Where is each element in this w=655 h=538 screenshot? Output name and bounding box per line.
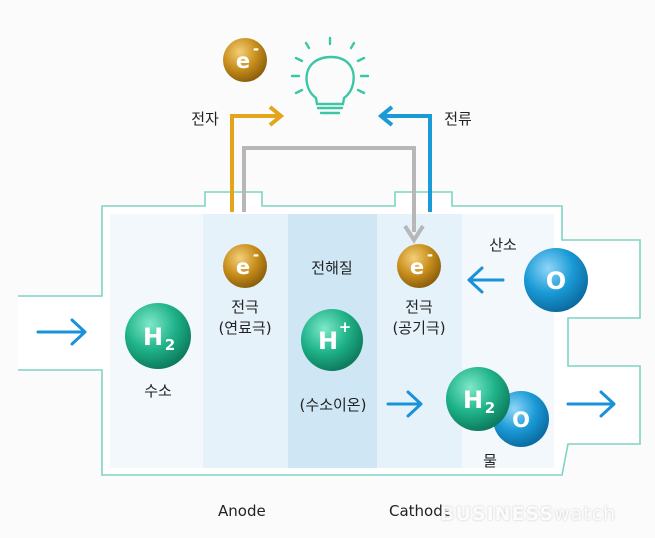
water-hydrogen-symbol: H xyxy=(463,386,483,414)
electron-sup-top: - xyxy=(253,40,259,58)
electron-path-arrow-head xyxy=(268,105,285,127)
light-bulb-icon xyxy=(290,36,370,115)
anode-electrode-label-line2: (연료극) xyxy=(218,319,272,337)
anode-electron-ball xyxy=(223,244,267,288)
electron-ball-top xyxy=(223,38,267,82)
electron-symbol-top: e xyxy=(236,49,250,73)
cathode-electrode-label-line2: (공기극) xyxy=(392,319,446,337)
current-label: 전류 xyxy=(444,110,472,128)
hydrogen-symbol: H xyxy=(143,323,163,351)
oxygen-inlet-arrow-icon xyxy=(467,266,505,294)
anode-axis-label: Anode xyxy=(218,502,266,520)
oxygen-label: 산소 xyxy=(489,236,517,254)
watermark-part2: watch xyxy=(554,503,617,525)
water-hydrogen-atom xyxy=(446,367,510,431)
cathode-electron-ball xyxy=(397,244,441,288)
watermark-logo: BUSINESSwatch xyxy=(440,503,616,525)
anode-electron-symbol: e xyxy=(236,255,250,279)
current-path-arrow-head xyxy=(377,105,394,127)
current-path xyxy=(384,114,432,212)
hydrogen-subscript: 2 xyxy=(165,336,175,354)
hydrogen-molecule xyxy=(125,303,191,369)
ion-transfer-arrow-icon xyxy=(386,390,423,418)
oxygen-symbol: O xyxy=(546,267,566,295)
hydrogen-ion-sup: + xyxy=(339,318,352,336)
oxygen-atom xyxy=(524,248,588,312)
external-circuit-wire xyxy=(242,146,416,232)
cathode-electron-sup: - xyxy=(427,246,433,264)
watermark-part1: BUSINESS xyxy=(440,503,555,525)
cathode-electrode-label-line1: 전극 xyxy=(405,298,433,316)
hydrogen-ion xyxy=(301,309,363,371)
circuit-arrow-head xyxy=(403,224,425,244)
water-outlet-arrow-icon xyxy=(566,390,616,418)
water-oxygen-symbol: O xyxy=(512,408,530,432)
water-label: 물 xyxy=(483,452,497,470)
electrolyte-label: 전해질 xyxy=(311,259,353,277)
hydrogen-ion-symbol: H xyxy=(318,327,338,355)
water-hydrogen-subscript: 2 xyxy=(485,399,495,417)
cathode-electron-symbol: e xyxy=(410,255,424,279)
electron-path xyxy=(230,114,278,212)
hydrogen-label: 수소 xyxy=(144,382,172,400)
hydrogen-ion-label: (수소이온) xyxy=(299,396,367,414)
hydrogen-inlet-arrow-icon xyxy=(36,318,87,346)
cathode-axis-label: Cathode xyxy=(389,502,452,520)
anode-electrode-label-line1: 전극 xyxy=(231,298,259,316)
electron-label: 전자 xyxy=(191,110,219,128)
anode-electron-sup: - xyxy=(253,246,259,264)
